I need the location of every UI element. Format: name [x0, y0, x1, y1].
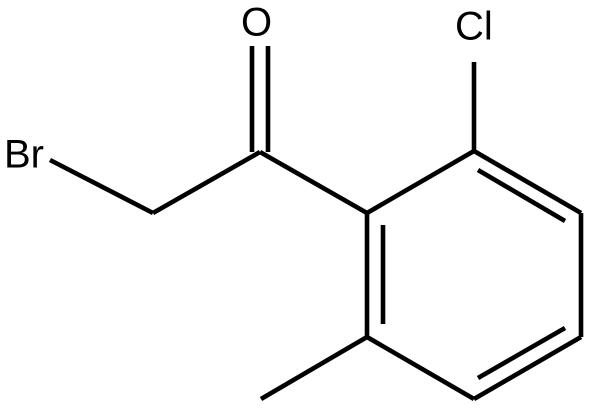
bromine-label: Br: [4, 133, 44, 177]
bond-ring-methyl: [259, 335, 369, 401]
chlorine-label: Cl: [455, 5, 493, 49]
ring-inner-2: [476, 326, 567, 380]
bond-group: [48, 46, 584, 401]
ring-bond-4: [472, 335, 583, 401]
ring-inner-1: [476, 168, 567, 223]
bond-carbonyl-ring: [258, 150, 369, 215]
ring-bond-5: [365, 335, 476, 401]
ring-bond-2: [472, 149, 583, 215]
bond-ch2-carbonyl: [151, 150, 262, 215]
oxygen-label: O: [241, 1, 272, 45]
ring-bond-1: [365, 149, 476, 215]
bond-br-ch2: [48, 157, 155, 216]
